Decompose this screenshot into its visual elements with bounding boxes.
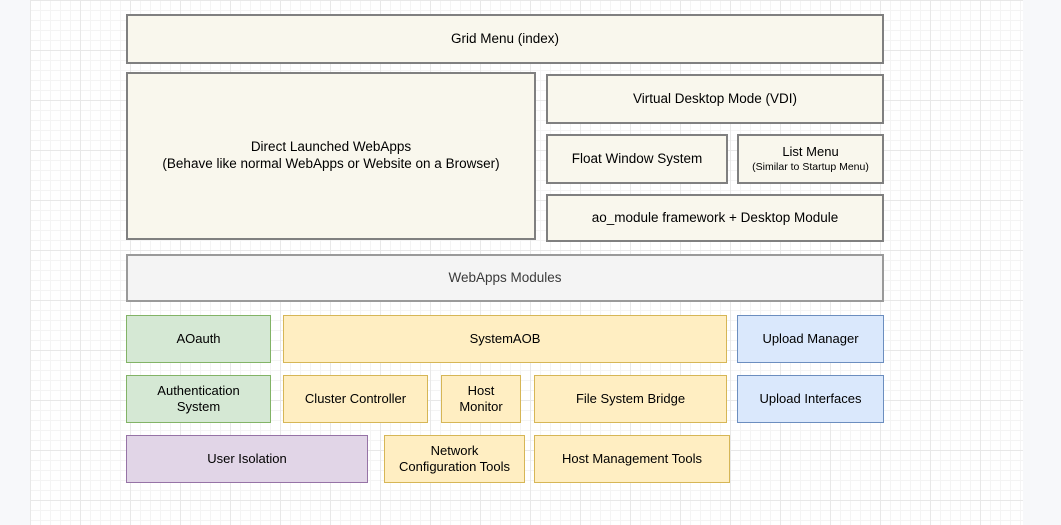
- node-network-configuration-tools-text: Network Configuration Tools: [399, 443, 510, 476]
- node-user-isolation[interactable]: User Isolation: [126, 435, 368, 483]
- node-upload-manager-label: Upload Manager: [762, 331, 858, 347]
- node-network-configuration-tools-label-line1: Network: [399, 443, 510, 459]
- node-host-monitor-label-line1: Host: [459, 383, 502, 399]
- node-upload-interfaces[interactable]: Upload Interfaces: [737, 375, 884, 423]
- node-direct-launched-webapps-label: Direct Launched WebApps: [162, 139, 499, 156]
- node-float-window-system[interactable]: Float Window System: [546, 134, 728, 184]
- node-systemaob[interactable]: SystemAOB: [283, 315, 727, 363]
- node-direct-launched-webapps[interactable]: Direct Launched WebApps (Behave like nor…: [126, 72, 536, 240]
- node-cluster-controller[interactable]: Cluster Controller: [283, 375, 428, 423]
- node-host-monitor[interactable]: Host Monitor: [441, 375, 521, 423]
- node-authentication-system-label-line1: Authentication: [157, 383, 239, 399]
- node-upload-interfaces-label: Upload Interfaces: [760, 391, 862, 407]
- node-webapps-modules[interactable]: WebApps Modules: [126, 254, 884, 302]
- node-list-menu-sublabel: (Similar to Startup Menu): [752, 161, 869, 174]
- node-authentication-system-label-line2: System: [157, 399, 239, 415]
- node-aoauth[interactable]: AOauth: [126, 315, 271, 363]
- node-systemaob-label: SystemAOB: [470, 331, 541, 347]
- node-network-configuration-tools[interactable]: Network Configuration Tools: [384, 435, 525, 483]
- node-virtual-desktop-mode-label: Virtual Desktop Mode (VDI): [633, 91, 797, 108]
- node-host-monitor-text: Host Monitor: [459, 383, 502, 416]
- node-webapps-modules-label: WebApps Modules: [448, 270, 561, 287]
- node-authentication-system-text: Authentication System: [157, 383, 239, 416]
- node-float-window-system-label: Float Window System: [572, 151, 703, 168]
- node-file-system-bridge-label: File System Bridge: [576, 391, 685, 407]
- node-grid-menu-label: Grid Menu (index): [451, 31, 559, 48]
- node-aoauth-label: AOauth: [176, 331, 220, 347]
- node-host-monitor-label-line2: Monitor: [459, 399, 502, 415]
- node-cluster-controller-label: Cluster Controller: [305, 391, 406, 407]
- node-host-management-tools[interactable]: Host Management Tools: [534, 435, 730, 483]
- node-ao-module-framework[interactable]: ao_module framework + Desktop Module: [546, 194, 884, 242]
- node-direct-launched-webapps-sublabel: (Behave like normal WebApps or Website o…: [162, 156, 499, 173]
- node-upload-manager[interactable]: Upload Manager: [737, 315, 884, 363]
- node-ao-module-framework-label: ao_module framework + Desktop Module: [592, 210, 839, 227]
- node-direct-launched-webapps-text: Direct Launched WebApps (Behave like nor…: [162, 139, 499, 173]
- node-list-menu-label: List Menu: [752, 144, 869, 160]
- node-file-system-bridge[interactable]: File System Bridge: [534, 375, 727, 423]
- node-list-menu[interactable]: List Menu (Similar to Startup Menu): [737, 134, 884, 184]
- node-grid-menu[interactable]: Grid Menu (index): [126, 14, 884, 64]
- node-list-menu-text: List Menu (Similar to Startup Menu): [752, 144, 869, 173]
- node-host-management-tools-label: Host Management Tools: [562, 451, 702, 467]
- node-network-configuration-tools-label-line2: Configuration Tools: [399, 459, 510, 475]
- node-authentication-system[interactable]: Authentication System: [126, 375, 271, 423]
- node-virtual-desktop-mode[interactable]: Virtual Desktop Mode (VDI): [546, 74, 884, 124]
- node-user-isolation-label: User Isolation: [207, 451, 286, 467]
